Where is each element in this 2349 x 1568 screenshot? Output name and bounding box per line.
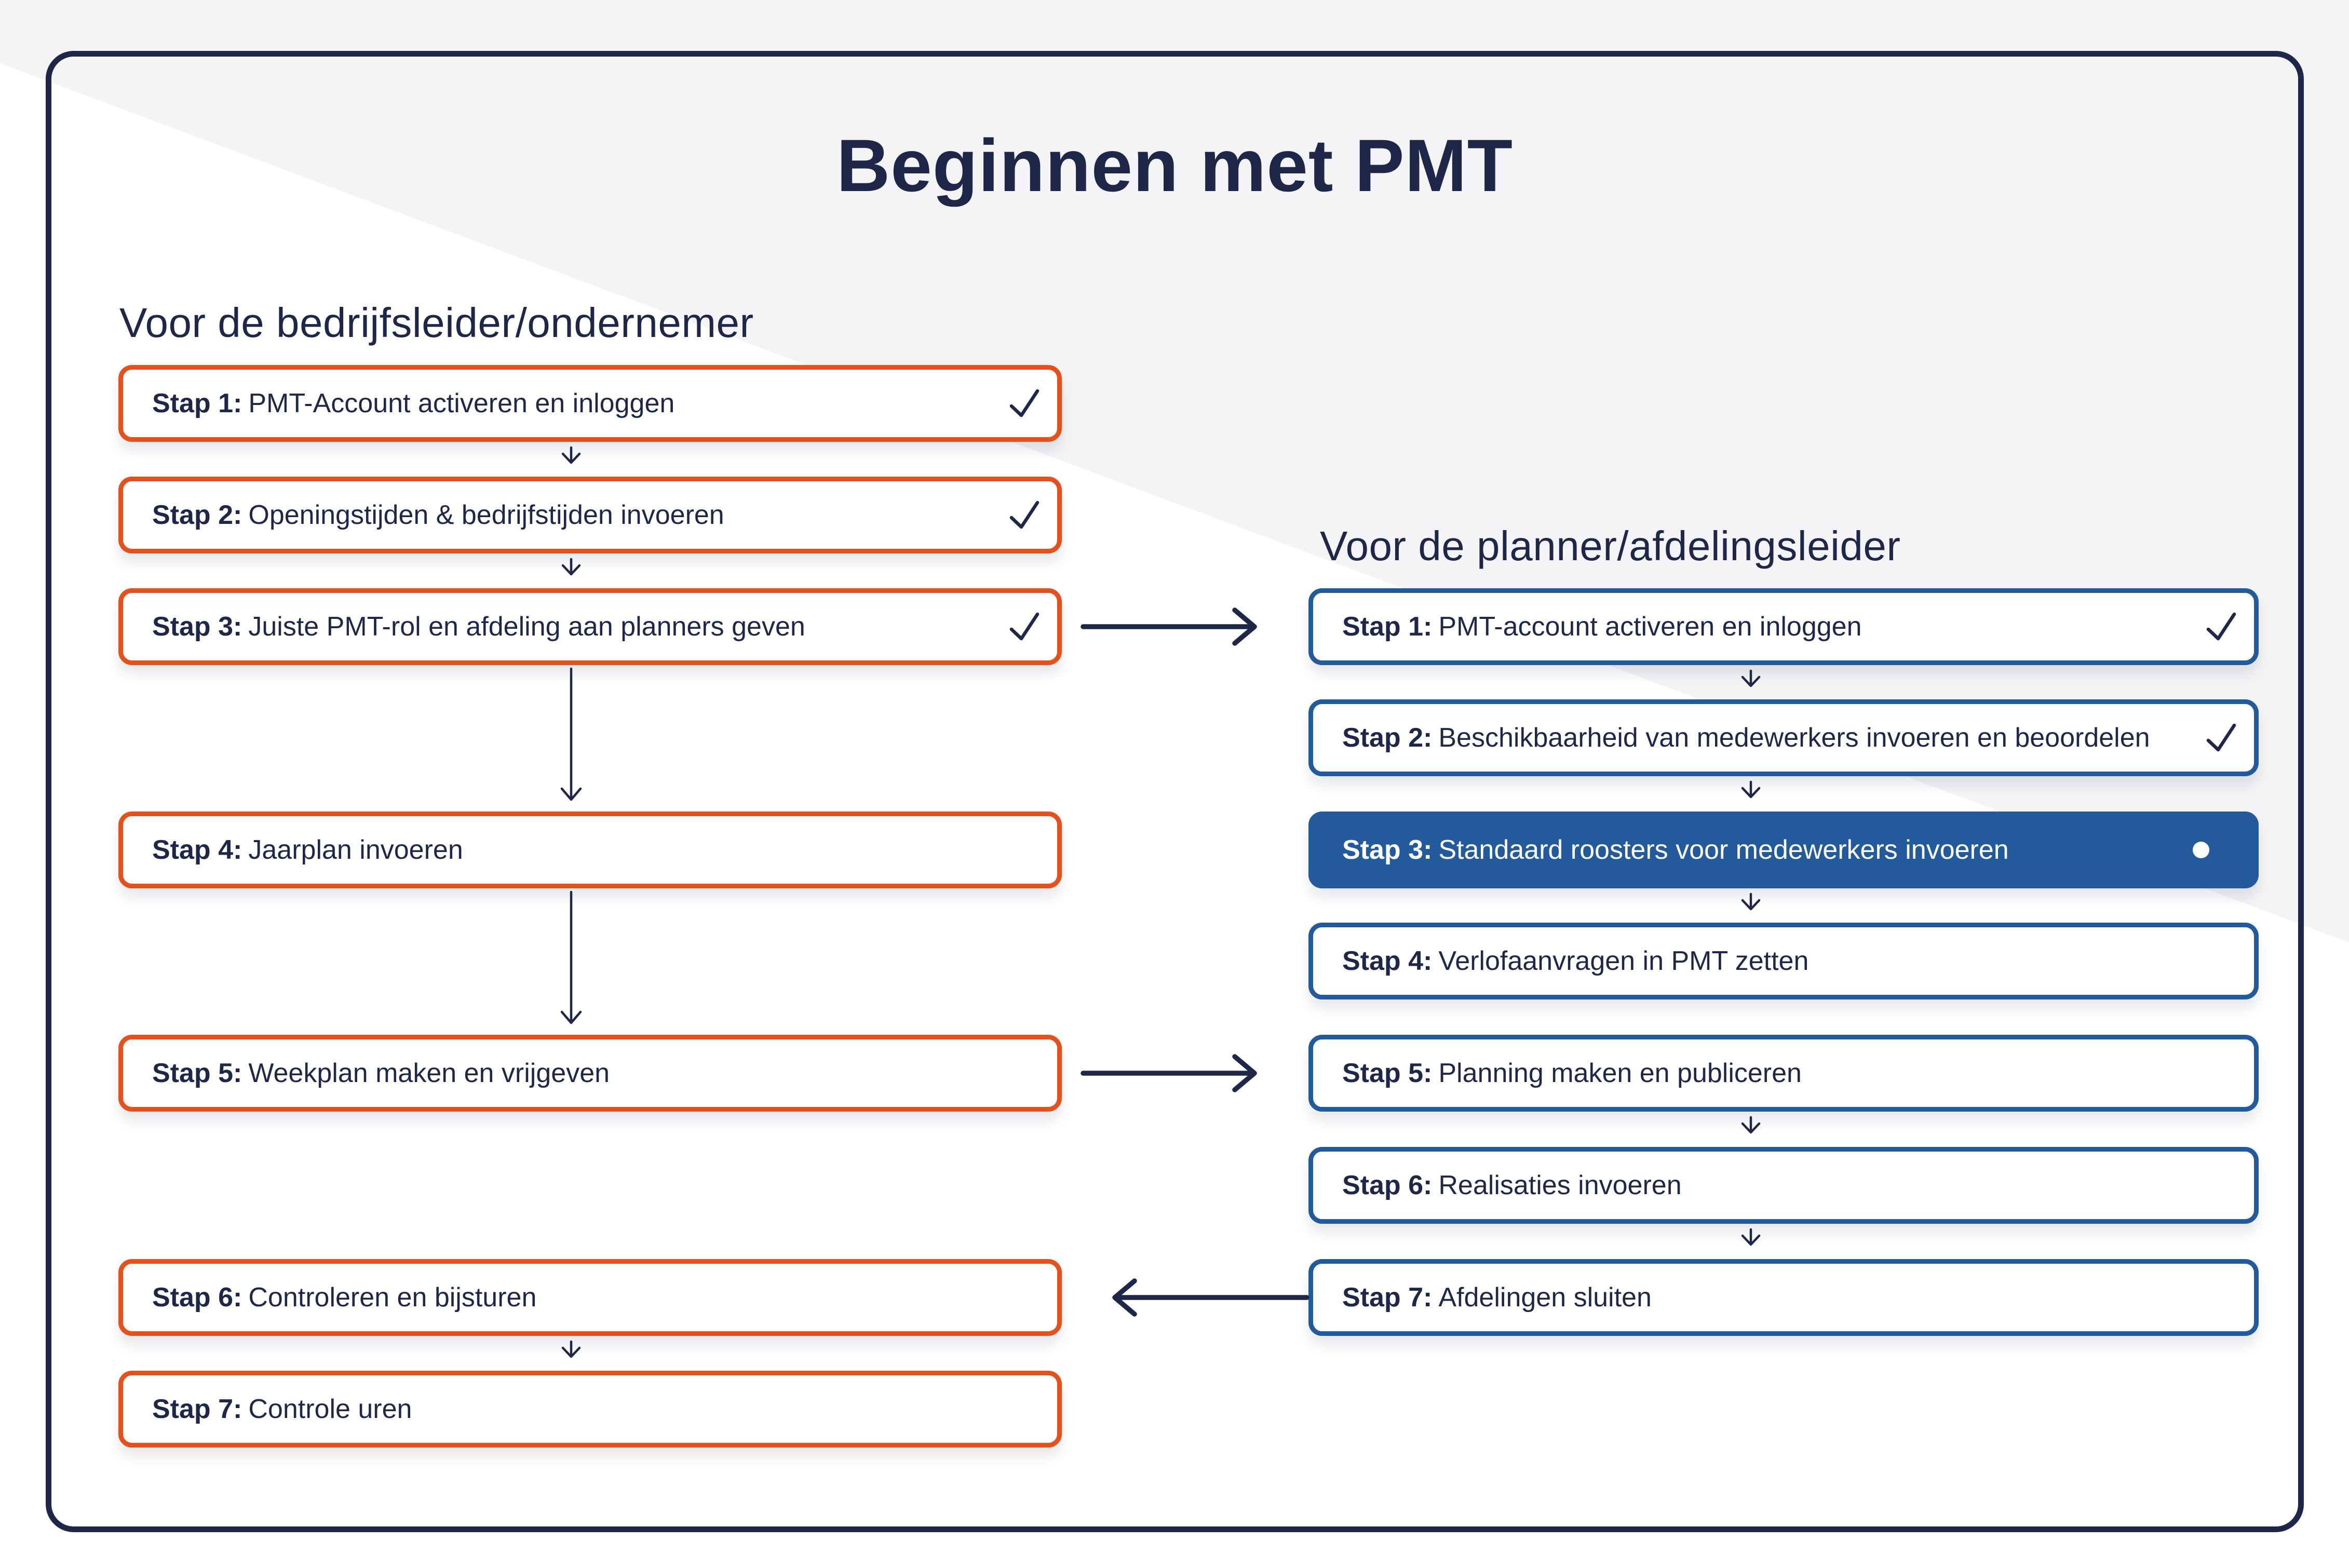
- right-step-5-box: Stap 5: Planning maken en publiceren: [1308, 1035, 2259, 1112]
- left-step-1-box: Stap 1: PMT-Account activeren en inlogge…: [118, 365, 1062, 442]
- left-step-2-box: Stap 2: Openingstijden & bedrijfstijden …: [118, 477, 1062, 553]
- step-prefix: Stap 3:: [152, 612, 242, 642]
- left-step-7-box: Stap 7: Controle uren: [118, 1371, 1062, 1448]
- step-label: PMT-account activeren en inloggen: [1438, 612, 1862, 642]
- right-step-7-box: Stap 7: Afdelingen sluiten: [1308, 1259, 2259, 1336]
- right-step-6-box: Stap 6: Realisaties invoeren: [1308, 1147, 2259, 1224]
- step-label: Jaarplan invoeren: [248, 835, 463, 865]
- step-label: Planning maken en publiceren: [1438, 1058, 1802, 1088]
- left-step-6-box: Stap 6: Controleren en bijsturen: [118, 1259, 1062, 1336]
- arrow-down-icon: [1741, 1116, 1761, 1134]
- step-prefix: Stap 1:: [152, 388, 242, 418]
- arrow-left-icon: [1112, 1278, 1310, 1317]
- left-step-5-box: Stap 5: Weekplan maken en vrijgeven: [118, 1035, 1062, 1112]
- arrow-down-icon: [1741, 669, 1761, 687]
- step-label: Openingstijden & bedrijfstijden invoeren: [248, 500, 724, 530]
- step-prefix: Stap 5:: [152, 1058, 242, 1088]
- step-label: Controleren en bijsturen: [248, 1282, 537, 1313]
- arrow-right-icon: [1081, 607, 1257, 646]
- step-label: Afdelingen sluiten: [1438, 1282, 1652, 1313]
- step-prefix: Stap 7:: [152, 1394, 242, 1424]
- arrow-down-icon: [561, 1340, 581, 1358]
- left-step-4-box: Stap 4: Jaarplan invoeren: [118, 812, 1062, 888]
- step-label: Verlofaanvragen in PMT zetten: [1438, 946, 1809, 976]
- step-prefix: Stap 5:: [1342, 1058, 1433, 1088]
- step-prefix: Stap 4:: [1342, 946, 1433, 976]
- dot-indicator: [2193, 842, 2209, 858]
- check-icon: [1009, 389, 1040, 417]
- step-prefix: Stap 7:: [1342, 1282, 1433, 1313]
- check-icon: [1009, 501, 1040, 529]
- right-step-4-box: Stap 4: Verlofaanvragen in PMT zetten: [1308, 923, 2259, 999]
- right-column-header: Voor de planner/afdelingsleider: [1320, 523, 1901, 569]
- left-step-3-box: Stap 3: Juiste PMT-rol en afdeling aan p…: [118, 588, 1062, 665]
- step-prefix: Stap 2:: [1342, 723, 1433, 753]
- right-step-2-box: Stap 2: Beschikbaarheid van medewerkers …: [1308, 699, 2259, 776]
- left-column-header: Voor de bedrijfsleider/ondernemer: [119, 300, 754, 346]
- step-prefix: Stap 3:: [1342, 835, 1433, 865]
- step-prefix: Stap 6:: [1342, 1170, 1433, 1200]
- right-step-1-box: Stap 1: PMT-account activeren en inlogge…: [1308, 588, 2259, 665]
- arrow-down-icon: [560, 667, 582, 801]
- right-step-3-box-current: Stap 3: Standaard roosters voor medewerk…: [1308, 812, 2259, 888]
- check-icon: [2206, 723, 2236, 752]
- step-label: Weekplan maken en vrijgeven: [248, 1058, 610, 1088]
- step-prefix: Stap 2:: [152, 500, 242, 530]
- arrow-down-icon: [561, 558, 581, 576]
- arrow-down-icon: [561, 446, 581, 464]
- arrow-right-icon: [1081, 1054, 1257, 1092]
- check-icon: [2206, 612, 2236, 641]
- step-label: Realisaties invoeren: [1438, 1170, 1682, 1200]
- page-title: Beginnen met PMT: [836, 125, 1514, 207]
- step-label: Standaard roosters voor medewerkers invo…: [1438, 835, 2009, 865]
- arrow-down-icon: [1741, 893, 1761, 911]
- arrow-down-icon: [1741, 780, 1761, 799]
- step-label: Juiste PMT-rol en afdeling aan planners …: [248, 612, 805, 642]
- arrow-down-icon: [1741, 1228, 1761, 1246]
- step-label: PMT-Account activeren en inloggen: [248, 388, 675, 418]
- step-label: Beschikbaarheid van medewerkers invoeren…: [1438, 723, 2150, 753]
- step-label: Controle uren: [248, 1394, 412, 1424]
- arrow-down-icon: [560, 890, 582, 1024]
- card-frame: [46, 51, 2304, 1532]
- step-prefix: Stap 4:: [152, 835, 242, 865]
- check-icon: [1009, 612, 1040, 641]
- step-prefix: Stap 6:: [152, 1282, 242, 1313]
- step-prefix: Stap 1:: [1342, 612, 1433, 642]
